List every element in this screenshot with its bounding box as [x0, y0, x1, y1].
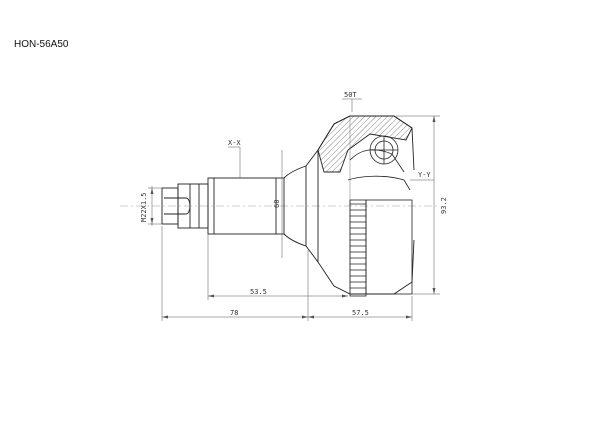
hatched-section	[317, 115, 413, 173]
inner-race	[347, 135, 411, 191]
label-length-78: 78	[230, 309, 238, 317]
label-length-53: 53.5	[250, 288, 267, 296]
label-thread: M22X1.5	[140, 192, 148, 222]
label-length-57: 57.5	[352, 309, 369, 317]
label-diameter-60: 60	[273, 200, 281, 208]
spline-shaft	[207, 165, 307, 247]
label-section-y: Y-Y	[418, 171, 431, 179]
label-teeth: 50T	[344, 91, 357, 99]
bell-housing	[305, 115, 415, 295]
part-code: HON-56A50	[14, 39, 69, 50]
label-section-x: X-X	[228, 139, 241, 147]
threaded-end	[161, 183, 209, 229]
abs-ring	[349, 199, 413, 297]
dimension-arrows	[150, 116, 436, 319]
dimension-lines	[148, 98, 440, 321]
label-diameter-93: 93.2	[440, 197, 448, 214]
